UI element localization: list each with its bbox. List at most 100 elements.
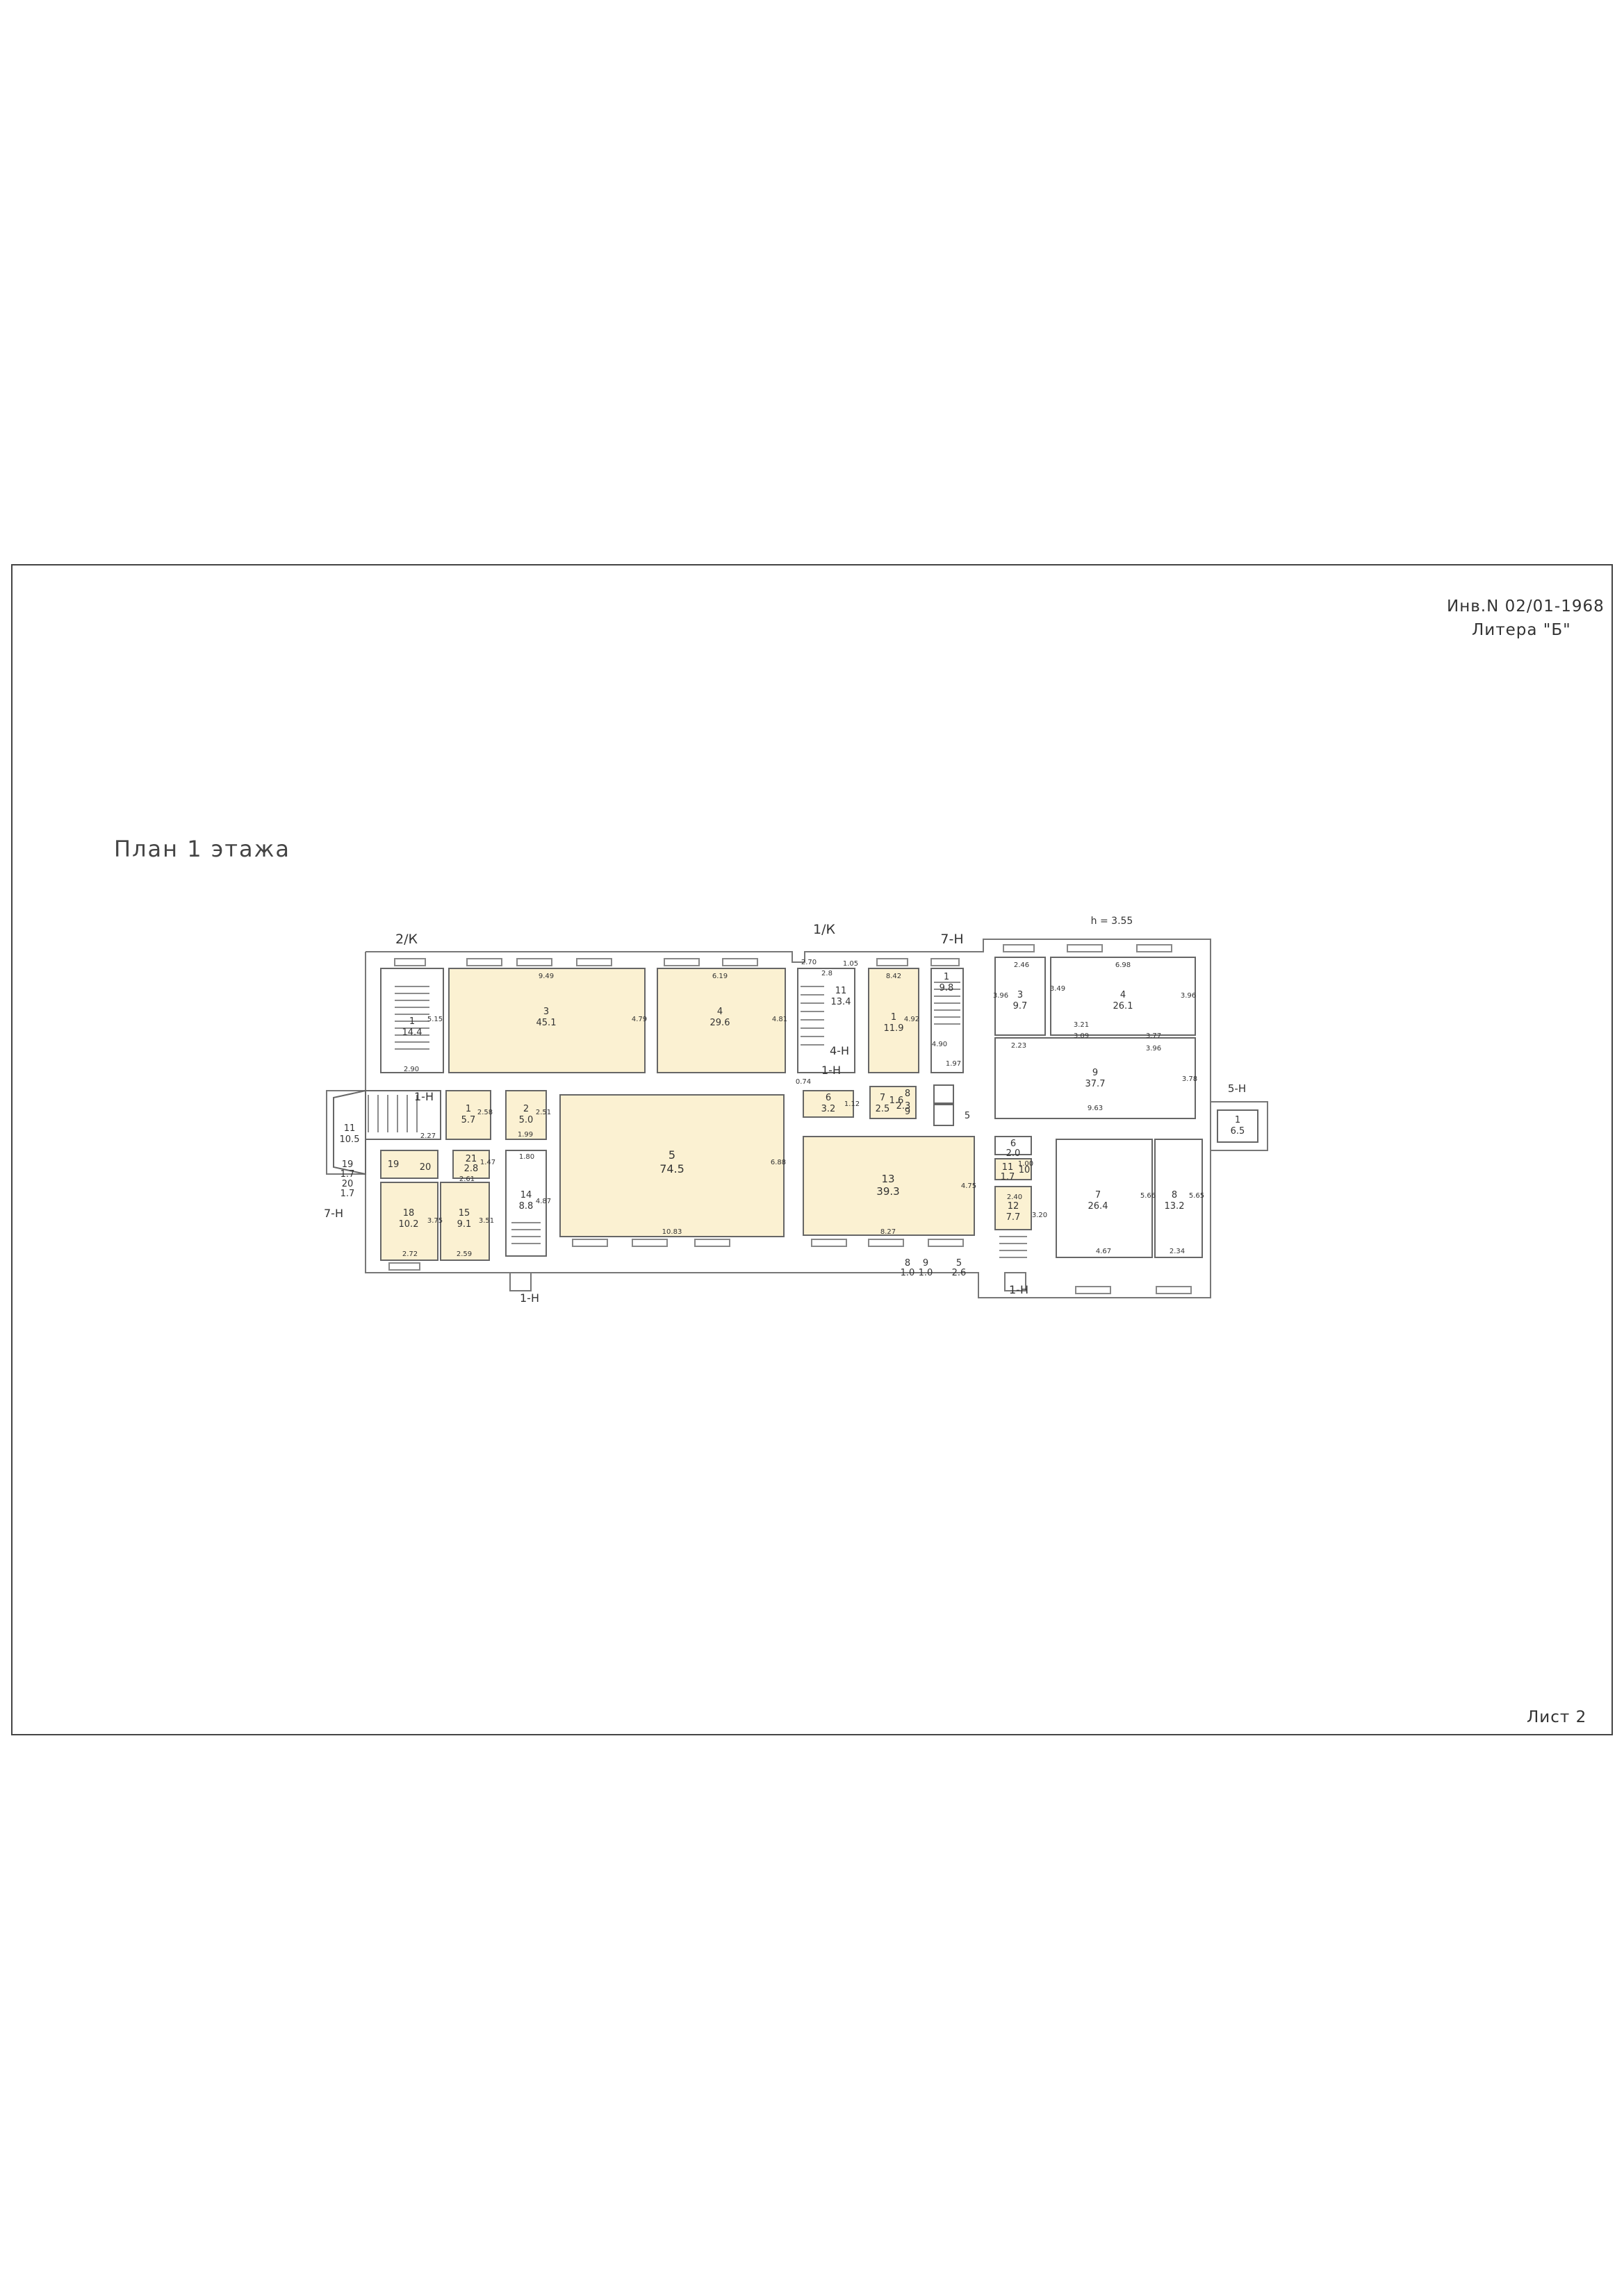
room-area: 5.0 — [519, 1115, 534, 1125]
room-area: 9.1 — [457, 1219, 472, 1230]
window — [632, 1239, 668, 1247]
dimension: 1.12 — [844, 1100, 860, 1108]
room-num: 1 — [1235, 1115, 1240, 1125]
room-num: 1 — [466, 1104, 471, 1114]
window — [388, 1262, 420, 1271]
room-num: 15 — [459, 1208, 470, 1219]
dimension-labels: 9.49 6.19 2.70 2.8 1.05 8.42 2.46 6.98 5… — [402, 959, 1204, 1258]
room-area: 8.8 — [519, 1201, 534, 1212]
dimension: 3.51 — [479, 1217, 494, 1225]
stair-label: 1-Н — [821, 1064, 841, 1077]
room-area: 11.9 — [884, 1023, 904, 1034]
dimension: 3.09 — [1074, 1032, 1089, 1040]
room-num: 12 — [1008, 1201, 1019, 1212]
room-stair-1 — [380, 968, 444, 1073]
dimension: 6.88 — [771, 1159, 786, 1166]
window — [1075, 1286, 1111, 1294]
room-area: 10.2 — [399, 1219, 419, 1230]
room-stair-1-9-8 — [930, 968, 964, 1073]
room-num: 3 — [1017, 990, 1023, 1000]
ceiling-height: h = 3.55 — [1091, 916, 1133, 927]
dimension: 3.20 — [1032, 1212, 1047, 1219]
room-num: 2 — [523, 1104, 529, 1114]
window — [664, 958, 700, 966]
room-num: 3 — [543, 1007, 549, 1017]
room-2-5-0 — [505, 1090, 547, 1140]
dimension: 8.27 — [880, 1228, 896, 1236]
room-15 — [440, 1182, 490, 1261]
room-area: 6.5 — [1231, 1126, 1245, 1137]
room-area: 1.6 — [889, 1096, 904, 1106]
window — [868, 1239, 904, 1247]
room-area: 7.7 — [1006, 1212, 1021, 1223]
room-labels: 1 14.4 3 45.1 4 29.6 11 13.4 1 11.9 1 9.… — [340, 972, 1245, 1278]
dimension: 4.67 — [1096, 1248, 1111, 1255]
room-8-13-2 — [1154, 1139, 1203, 1258]
room-area: 3.2 — [821, 1104, 836, 1114]
dimension: 5.65 — [1189, 1192, 1204, 1200]
stair-label: 2/К — [395, 932, 418, 947]
room-num: 5 — [965, 1111, 970, 1121]
dimension: 4.87 — [536, 1198, 551, 1205]
room-6-2-0 — [994, 1136, 1032, 1155]
dimension: 4.81 — [772, 1016, 787, 1023]
room-num: 5 — [956, 1258, 962, 1269]
dimension: 5.15 — [427, 1016, 443, 1023]
room-area: 26.4 — [1088, 1201, 1108, 1212]
room-area: 5.7 — [461, 1115, 476, 1125]
dimension: 5.66 — [1140, 1192, 1156, 1200]
room-num: 7 — [1095, 1190, 1101, 1200]
room-num: 1 — [944, 972, 949, 982]
room-area: 13.2 — [1165, 1201, 1185, 1212]
dimension: 2.90 — [404, 1066, 419, 1073]
room-area: 26.1 — [1113, 1001, 1133, 1011]
room-num: 20 — [420, 1162, 432, 1173]
stair-steps — [368, 982, 1027, 1258]
room-9-small — [933, 1084, 954, 1104]
annex-5h-wall — [1210, 1101, 1268, 1151]
room-5-small — [933, 1104, 954, 1126]
room-11-10-5 — [333, 1089, 366, 1175]
room-18 — [380, 1182, 438, 1261]
room-num: 14 — [520, 1190, 532, 1200]
room-num: 11 — [344, 1123, 356, 1134]
stair-label: 1-Н — [1009, 1283, 1028, 1296]
dimension: 2.58 — [477, 1109, 493, 1116]
room-21 — [452, 1150, 490, 1179]
room-area: 13.4 — [831, 997, 851, 1007]
dimension: 3.96 — [1181, 992, 1196, 1000]
stair-label: 5-Н — [1228, 1082, 1246, 1095]
dimension: 9.49 — [539, 973, 554, 980]
room-num: 21 — [466, 1154, 477, 1164]
windows — [388, 944, 1192, 1294]
room-area: 14.4 — [402, 1027, 423, 1038]
dimension: 3.78 — [1182, 1075, 1197, 1083]
room-num: 7 — [880, 1093, 885, 1103]
dimension: 2.34 — [1170, 1248, 1185, 1255]
window — [1136, 944, 1172, 952]
room-area: 1.7 — [1001, 1172, 1015, 1182]
dimension: 4.79 — [632, 1016, 647, 1023]
room-6-3-2 — [803, 1090, 854, 1118]
room-4 — [657, 968, 786, 1073]
room-area: 2.0 — [1006, 1148, 1021, 1159]
room-num: 8 — [1172, 1190, 1177, 1200]
room-num: 10 — [1019, 1165, 1031, 1175]
dimension: 1.97 — [946, 1060, 961, 1068]
room-1-11-9 — [868, 968, 919, 1073]
room-area: 9.7 — [1013, 1001, 1028, 1011]
room-area: 45.1 — [536, 1018, 557, 1028]
sheet-number: Лист 2 — [1527, 1708, 1587, 1726]
room-num: 19 — [342, 1159, 354, 1170]
window — [811, 1239, 847, 1247]
dimension: 2.40 — [1007, 1194, 1022, 1201]
dimension: 3.77 — [1146, 1032, 1161, 1040]
room-7-26-4 — [1056, 1139, 1153, 1258]
dimension: 3.21 — [1074, 1021, 1089, 1029]
room-area: 1.0 — [919, 1268, 933, 1278]
room-5-74-5 — [559, 1094, 785, 1237]
room-num: 1 — [891, 1012, 896, 1023]
dimension: 1.99 — [518, 1131, 533, 1139]
room-num: 9 — [923, 1258, 928, 1269]
